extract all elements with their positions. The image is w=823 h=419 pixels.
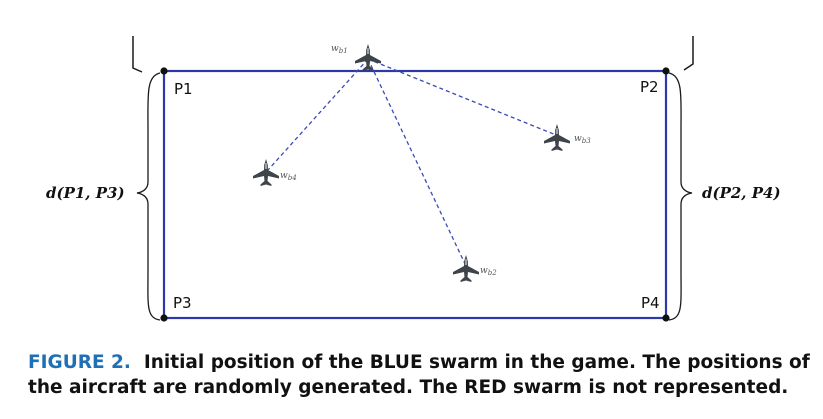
link-wb1-wb3: [367, 58, 557, 136]
aircraft-label-wb3: wb3: [574, 134, 591, 145]
corner-dot-p4: [662, 314, 670, 322]
brace-left: [136, 72, 161, 321]
swarm-diagram: P1 P2 P3 P4 d(P1, P3) d(P2, P4) wb1 wb4 …: [46, 36, 781, 322]
corner-label-p4: P4: [641, 294, 660, 312]
corner-label-p2: P2: [640, 78, 659, 96]
link-wb1-wb2: [367, 58, 467, 267]
distance-label-left: d(P1, P3): [46, 184, 125, 202]
aircraft-wb2-icon: [453, 255, 479, 282]
brace-right: [668, 72, 693, 321]
aircraft-wb3-icon: [544, 124, 570, 151]
aircraft-label-wb4: wb4: [280, 171, 297, 182]
caption-text: Initial position of the BLUE swarm in th…: [28, 352, 810, 398]
corner-dot-p2: [662, 67, 670, 75]
aircraft-wb4-icon: [253, 159, 279, 186]
bracket-top-left: [132, 36, 143, 73]
link-wb1-wb4: [267, 58, 369, 171]
field-rectangle: [162, 69, 668, 320]
caption-tag: FIGURE 2.: [28, 352, 131, 373]
bracket-top-right: [683, 36, 694, 71]
corner-dot-p1: [160, 67, 168, 75]
aircraft-label-wb2: wb2: [480, 266, 497, 277]
aircraft-label-wb1: wb1: [331, 44, 348, 55]
distance-label-right: d(P2, P4): [702, 184, 781, 202]
figure-caption: FIGURE 2. Initial position of the BLUE s…: [28, 350, 818, 400]
corner-dot-p3: [160, 314, 168, 322]
corner-label-p3: P3: [173, 294, 192, 312]
aircraft-wb1-icon: [355, 44, 381, 71]
corner-label-p1: P1: [174, 80, 193, 98]
